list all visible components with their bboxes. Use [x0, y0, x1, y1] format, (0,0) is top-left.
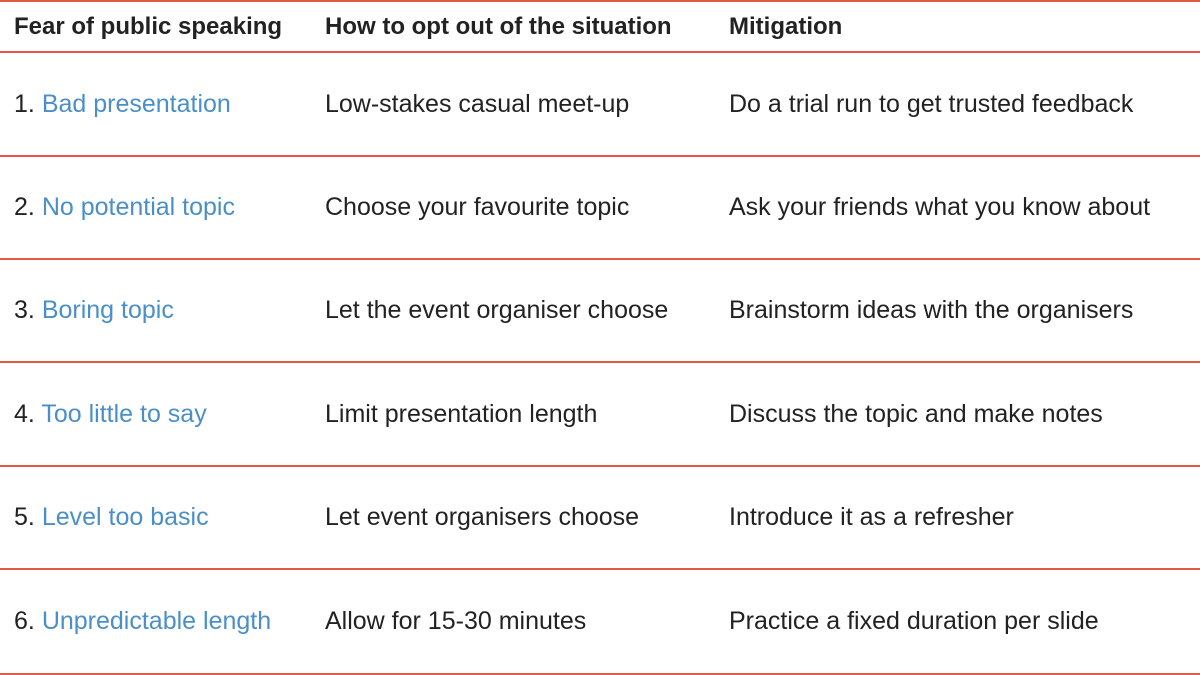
fear-link[interactable]: No potential topic: [41, 193, 235, 221]
opt-out-cell: Low-stakes casual meet-up: [325, 89, 630, 118]
fear-cell: 1. Bad presentation: [14, 90, 231, 119]
table-row: 6. Unpredictable length Allow for 15-30 …: [0, 570, 1200, 675]
row-number: 1.: [14, 89, 35, 118]
mitigation-cell: Discuss the topic and make notes: [729, 399, 1103, 428]
row-number: 2.: [14, 193, 35, 221]
table-row: 1. Bad presentation Low-stakes casual me…: [0, 53, 1200, 157]
row-number: 5.: [14, 503, 35, 531]
table-row: 4. Too little to say Limit presentation …: [0, 363, 1200, 467]
opt-out-cell: Allow for 15-30 minutes: [325, 607, 587, 635]
column-header-mitigation: Mitigation: [729, 12, 843, 40]
table-row: 2. No potential topic Choose your favour…: [0, 157, 1200, 260]
fear-link[interactable]: Unpredictable length: [41, 607, 272, 635]
fear-cell: 3. Boring topic: [14, 296, 174, 325]
fear-link[interactable]: Boring topic: [41, 296, 174, 324]
opt-out-cell: Choose your favourite topic: [325, 193, 630, 221]
fear-cell: 5. Level too basic: [14, 503, 209, 532]
mitigation-cell: Brainstorm ideas with the organisers: [729, 296, 1134, 324]
column-header-opt-out: How to opt out of the situation: [325, 12, 672, 40]
table-row: 3. Boring topic Let the event organiser …: [0, 260, 1200, 363]
row-number: 3.: [14, 296, 35, 324]
mitigation-cell: Introduce it as a refresher: [729, 503, 1014, 531]
mitigation-cell: Ask your friends what you know about: [729, 193, 1151, 221]
column-header-fear: Fear of public speaking: [14, 12, 283, 40]
fear-link[interactable]: Level too basic: [41, 503, 209, 531]
mitigation-cell: Do a trial run to get trusted feedback: [729, 89, 1134, 118]
opt-out-cell: Let the event organiser choose: [325, 296, 669, 324]
fear-link[interactable]: Too little to say: [41, 399, 207, 428]
fear-cell: 2. No potential topic: [14, 193, 235, 222]
row-number: 6.: [14, 607, 35, 635]
mitigation-cell: Practice a fixed duration per slide: [729, 607, 1099, 635]
table-row: 5. Level too basic Let event organisers …: [0, 467, 1200, 570]
opt-out-cell: Let event organisers choose: [325, 503, 640, 531]
fear-cell: 4. Too little to say: [14, 400, 207, 429]
fear-link[interactable]: Bad presentation: [41, 89, 231, 118]
table-header-row: Fear of public speaking How to opt out o…: [0, 0, 1200, 53]
row-number: 4.: [14, 399, 35, 428]
opt-out-cell: Limit presentation length: [325, 399, 598, 428]
fear-cell: 6. Unpredictable length: [14, 607, 271, 636]
